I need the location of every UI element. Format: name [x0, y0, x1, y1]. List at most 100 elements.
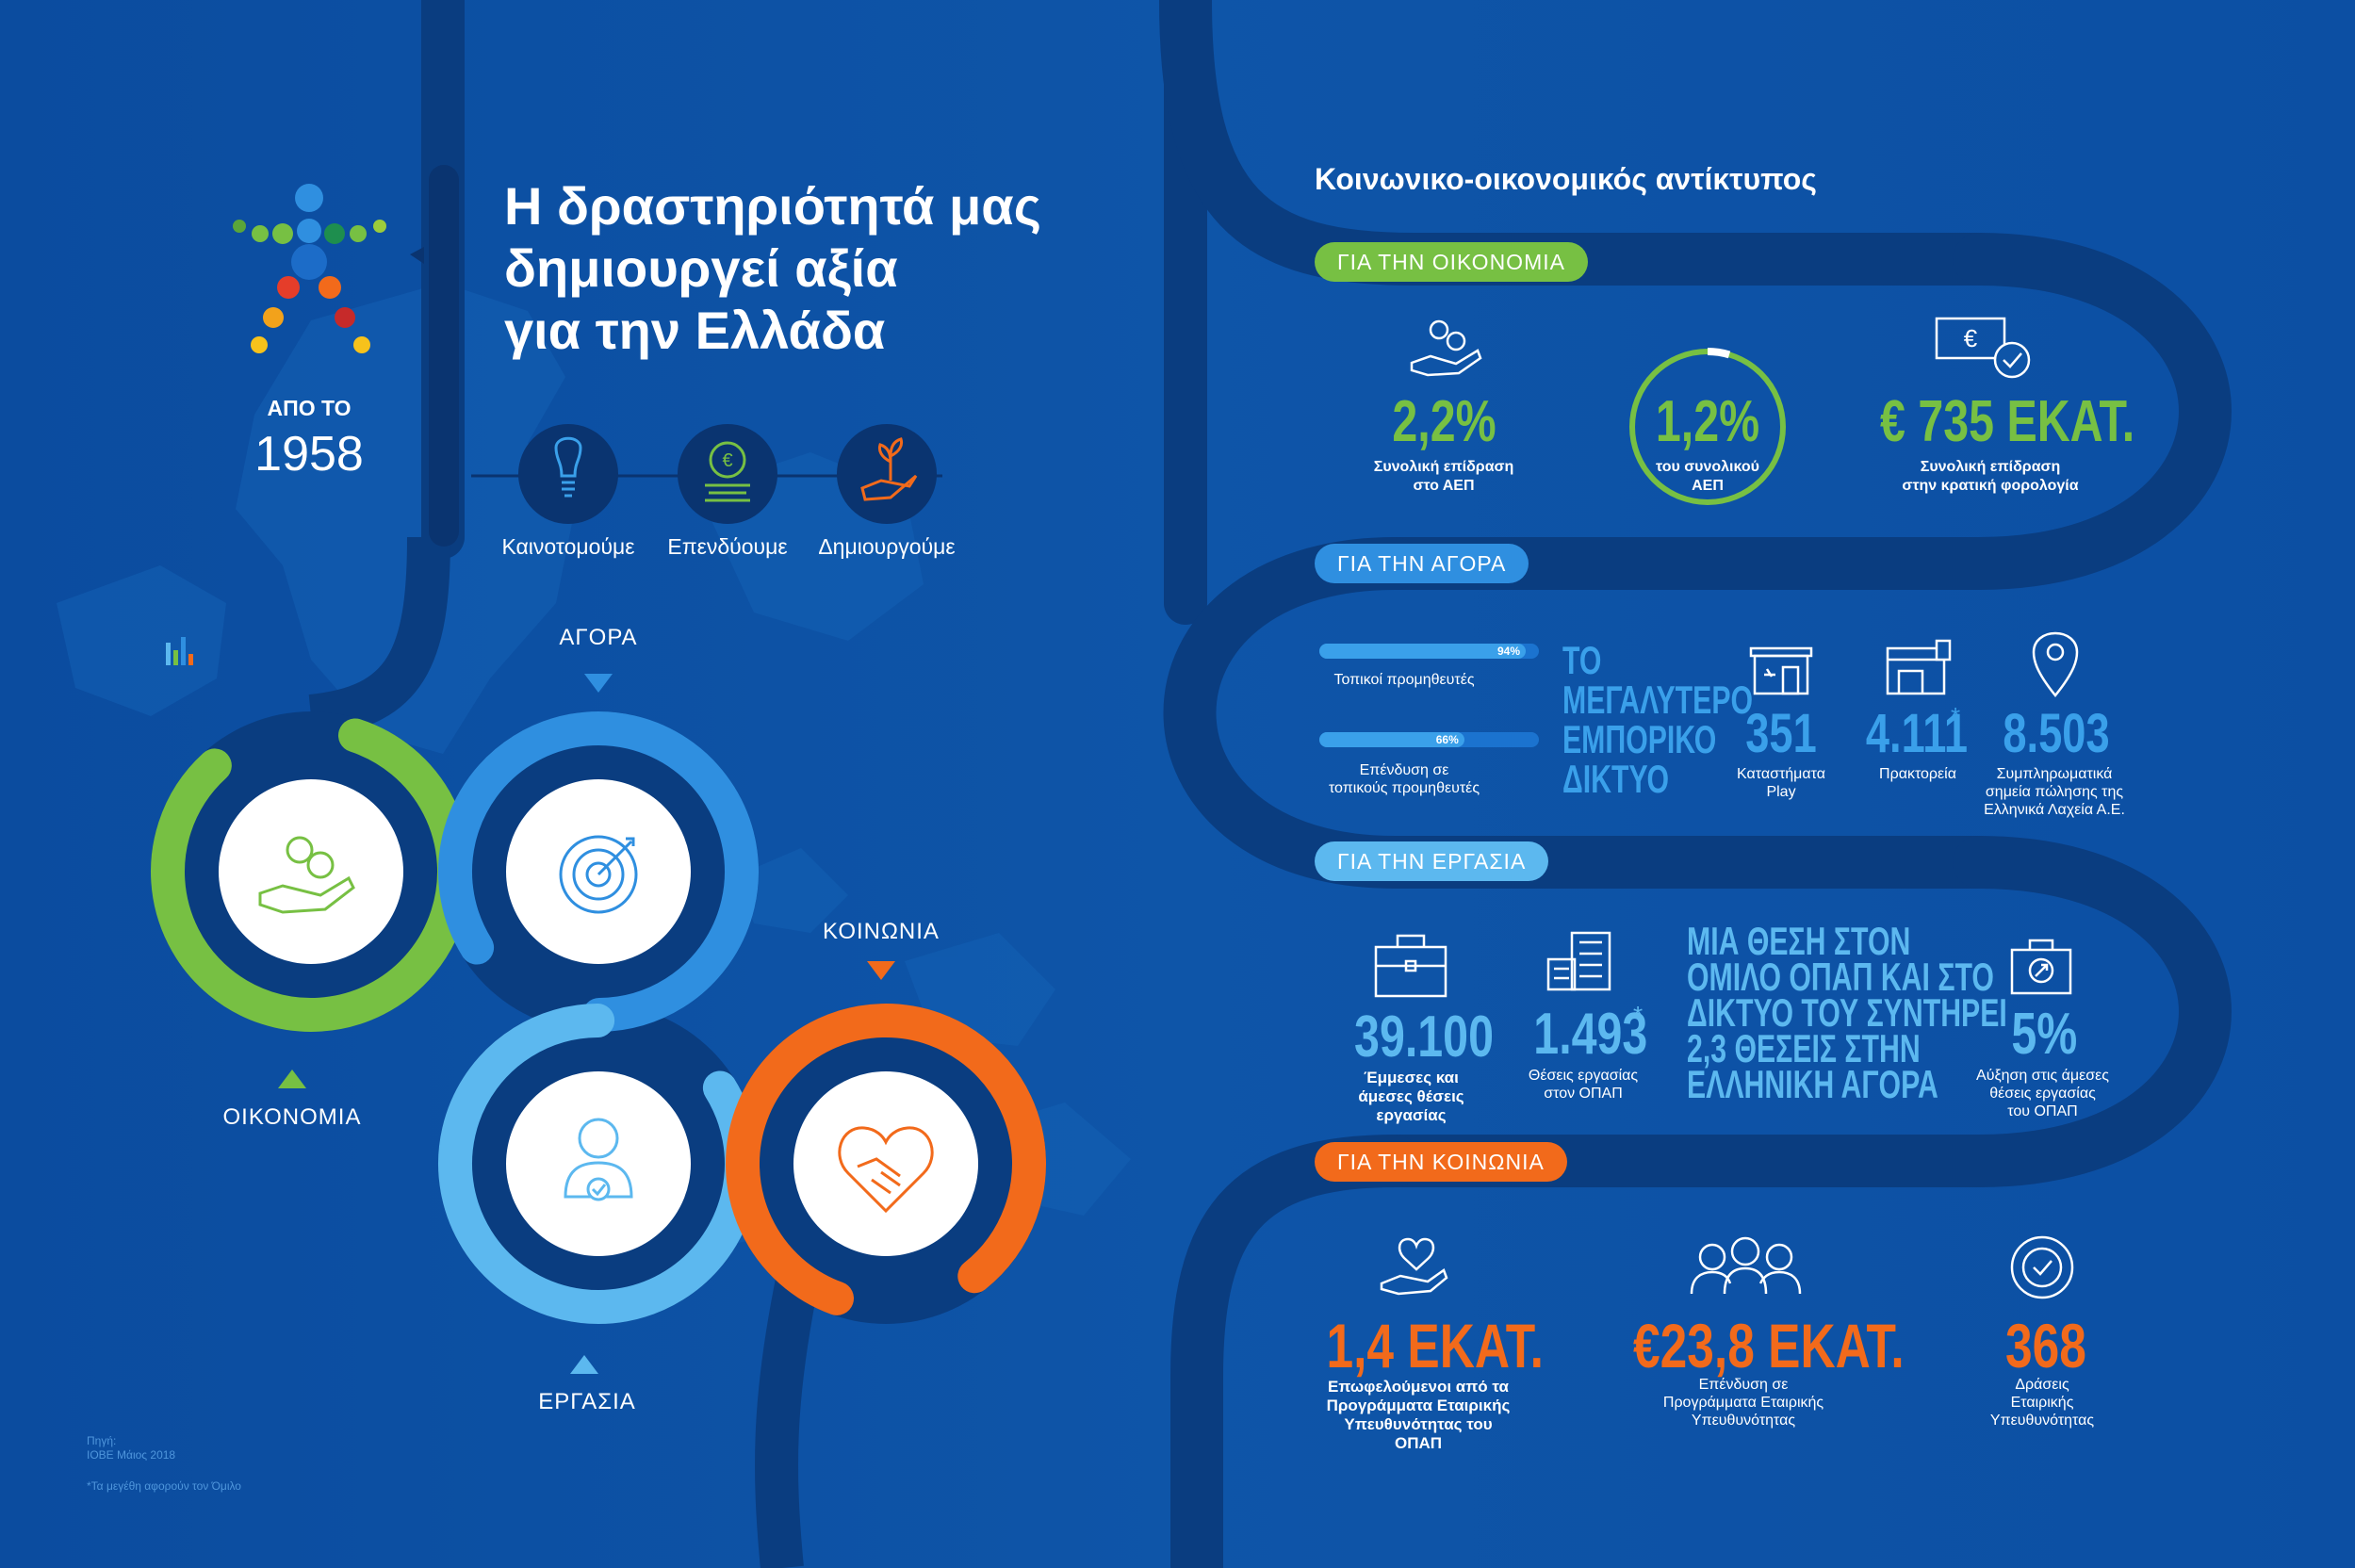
economy-stat-value: 2,2% [1392, 389, 1496, 454]
work-opap-jobs-caption: Θέσεις εργασίας στον ΟΠΑΠ [1513, 1067, 1654, 1102]
statement-line: ΕΜΠΟΡΙΚΟ [1562, 717, 1717, 761]
impact-title: Κοινωνικο-οικονομικός αντίκτυπος [1315, 162, 1817, 196]
work-statement: ΜΙΑ ΘΕΣΗ ΣΤΟΝ ΟΜΙΛΟ ΟΠΑΠ ΚΑΙ ΣΤΟ ΔΙΚΤΥΟ … [1687, 919, 2007, 1104]
kiosk-icon [1886, 639, 1952, 695]
society-investment-caption: Επένδυση σε Προγράμματα Εταιρικής Υπευθυ… [1640, 1376, 1847, 1429]
title-pointer [410, 247, 424, 264]
caption-line: Συνολική επίδραση [1920, 459, 2061, 475]
caption-line: Επωφελούμενοι από τα [1328, 1378, 1509, 1396]
bar-caption: Τοπικοί προμηθευτές [1319, 671, 1489, 689]
brand-logo-icon [233, 184, 386, 353]
society-investment-value: €23,8 ΕΚΑΤ. [1633, 1311, 1905, 1380]
hand-coins-icon [258, 836, 355, 914]
caption-line: Υπευθυνότητας [1691, 1413, 1796, 1429]
banknote-check-icon: € [1935, 317, 2031, 379]
work-ring [438, 1004, 759, 1324]
activity-label-invest: Επενδύουμε [667, 534, 788, 559]
statement-line: ΜΙΑ ΘΕΣΗ ΣΤΟΝ [1687, 919, 1911, 963]
caption-line: του ΟΠΑΠ [2007, 1103, 2078, 1119]
society-beneficiaries-caption: Επωφελούμενοι από τα Προγράμματα Εταιρικ… [1300, 1378, 1536, 1453]
svg-text:€: € [1964, 324, 1978, 352]
caption-line: Επένδυση σε [1359, 762, 1449, 778]
caption-line: σημεία πώλησης της [1985, 784, 2124, 800]
bar-fill: 94% [1319, 644, 1527, 659]
market-agencies-value: 4.111 [1865, 703, 1969, 764]
activity-circle-create [837, 424, 937, 524]
statement-line: 2,3 ΘΕΣΕΙΣ ΣΤΗΝ [1687, 1026, 1921, 1070]
statement-line: ΤΟ [1562, 638, 1602, 682]
briefcase-growth-icon [2010, 939, 2072, 995]
asterisk: * [1633, 1001, 1644, 1029]
market-points-caption: Συμπληρωματικά σημεία πώλησης της Ελληνι… [1970, 765, 2139, 819]
economy-stat-caption: Συνολική επίδραση στο ΑΕΠ [1349, 458, 1538, 496]
market-stores-value: 351 [1745, 703, 1817, 764]
economy-tax-value: € 735 ΕΚΑΤ. [1880, 389, 2135, 454]
svg-text:€: € [722, 450, 732, 471]
bar-local-suppliers: 94% [1319, 644, 1539, 659]
heart-handshake-icon [838, 1126, 934, 1214]
caption-line: εργασίας [1376, 1106, 1447, 1124]
caption-line: Θέσεις εργασίας [1528, 1068, 1639, 1084]
left-road-lower [308, 536, 823, 1568]
bar-fill: 66% [1319, 732, 1464, 747]
economy-tax-caption: Συνολική επίδραση στην κρατική φορολογία [1868, 458, 2113, 496]
hand-coin-small-icon [1410, 319, 1482, 377]
statement-line: ΔΙΚΤΥΟ ΤΟΥ ΣΥΝΤΗΡΕΙ [1687, 990, 2007, 1035]
caption-line: Έμμεσες και [1364, 1069, 1459, 1086]
target-icon [559, 835, 638, 914]
bar-value: 94% [1496, 645, 1521, 658]
caption-line: Προγράμματα Εταιρικής [1662, 1395, 1824, 1411]
market-agencies-caption: Πρακτορεία [1847, 765, 1988, 783]
society-ring [726, 1004, 1046, 1324]
caption-line: Play [1766, 784, 1796, 800]
statement-line: ΟΜΙΛΟ ΟΠΑΠ ΚΑΙ ΣΤΟ [1687, 955, 1994, 999]
source-label: Πηγή: [87, 1434, 117, 1447]
caption-line: Υπευθυνότητας του [1344, 1415, 1493, 1433]
activity-circle-innovate [518, 424, 618, 524]
since-label: ΑΠΟ ΤΟ [267, 396, 352, 420]
badge-check-icon [2010, 1235, 2074, 1299]
society-actions-value: 368 [2005, 1311, 2086, 1380]
caption-line: Αύξηση στις άμεσες [1976, 1068, 2109, 1084]
person-check-icon [564, 1118, 633, 1201]
economy-gdp-caption: του συνολικού ΑΕΠ [1623, 458, 1792, 496]
caption-line: στον ΟΠΑΠ [1544, 1086, 1623, 1102]
bar-value: 66% [1435, 733, 1459, 746]
source-note: Πηγή: ΙΟΒΕ Μάιος 2018 [87, 1434, 175, 1462]
since-year: 1958 [254, 427, 364, 482]
title-line: Η δραστηριότητά μας [504, 176, 1041, 236]
statement-line: ΔΙΚΤΥΟ [1562, 757, 1669, 801]
caption-line: Δράσεις [2015, 1377, 2069, 1393]
caption-line: άμεσες θέσεις [1358, 1087, 1464, 1105]
pill-work: ΓΙΑ ΤΗΝ ΕΡΓΑΣΙΑ [1315, 841, 1549, 881]
network-statement: ΤΟ ΜΕΓΑΛΥΤΕΡΟ ΕΜΠΟΡΙΚΟ ΔΙΚΤΥΟ [1562, 641, 1753, 799]
caption-line: στην κρατική φορολογία [1902, 478, 2079, 494]
caption-line: του συνολικού [1656, 459, 1759, 475]
caption-line: Συμπληρωματικά [1996, 766, 2113, 782]
road-highlight [429, 165, 459, 547]
work-jobs-value: 39.100 [1354, 1004, 1494, 1070]
location-pin-icon [2032, 631, 2079, 697]
market-ring [438, 711, 759, 1032]
society-actions-caption: Δράσεις Εταιρικής Υπευθυνότητας [1976, 1376, 2108, 1429]
work-growth-caption: Αύξηση στις άμεσες θέσεις εργασίας του Ο… [1960, 1067, 2125, 1120]
pill-economy: ΓΙΑ ΤΗΝ ΟΙΚΟΝΟΜΙΑ [1315, 242, 1588, 282]
society-beneficiaries-value: 1,4 ΕΚΑΤ. [1326, 1311, 1544, 1380]
lightbulb-icon [554, 436, 582, 498]
source-value: ΙΟΒΕ Μάιος 2018 [87, 1448, 176, 1462]
bar-track: 66% [1319, 732, 1539, 747]
hand-hearts-icon [1380, 1237, 1448, 1296]
coins-icon: € [705, 441, 750, 502]
store-icon [1749, 646, 1813, 695]
people-group-icon [1690, 1236, 1802, 1295]
economy-gdp-ring [1629, 348, 1786, 505]
briefcase-icon [1374, 934, 1447, 998]
work-opap-jobs-value: 1.493 [1533, 1002, 1648, 1067]
bar-caption: Επένδυση σε τοπικούς προμηθευτές [1319, 761, 1489, 797]
title-line: δημιουργεί αξία [504, 238, 898, 298]
hand-plant-icon [860, 437, 918, 501]
caption-line: Τοπικοί προμηθευτές [1333, 672, 1475, 688]
caption-line: Υπευθυνότητας [1989, 1413, 2095, 1429]
